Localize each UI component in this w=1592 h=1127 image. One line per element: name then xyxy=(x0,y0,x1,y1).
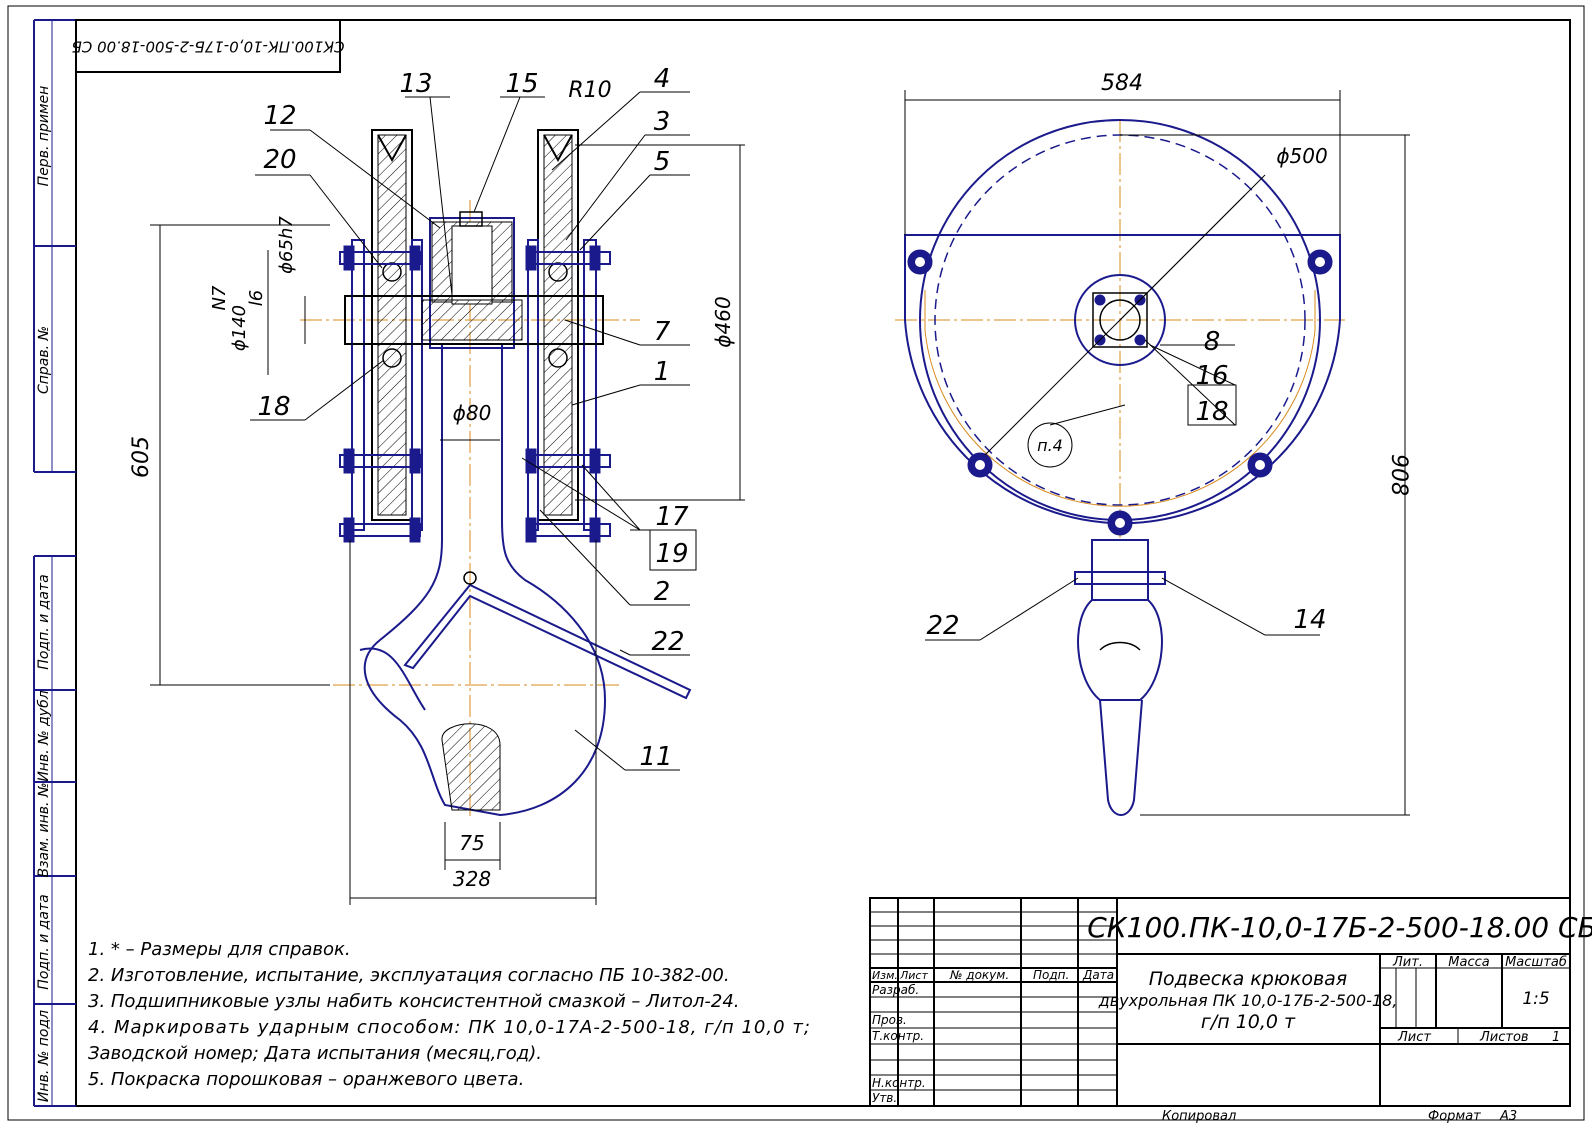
title-name-1: Подвеска крюковая xyxy=(1149,968,1347,990)
balloon-10: 8 xyxy=(1204,327,1221,357)
front-hook xyxy=(1074,539,1166,816)
dim-fit-bottom: l6 xyxy=(246,290,267,306)
label-lit: Лит. xyxy=(1392,955,1423,970)
front-view: п.4 584 xyxy=(895,71,1411,816)
radius-r10: R10 xyxy=(568,78,611,103)
col-doc: № докум. xyxy=(949,968,1009,982)
balloon-13: 16 xyxy=(1195,361,1228,391)
scale-value: 1:5 xyxy=(1522,989,1549,1009)
row-tkontr: Т.контр. xyxy=(872,1029,924,1043)
side-dimensions xyxy=(150,144,745,905)
margin-label-sprav: Справ. № xyxy=(36,326,52,394)
note-3: 3. Подшипниковые узлы набить консистентн… xyxy=(88,991,740,1012)
note-ref-p4: п.4 xyxy=(1037,436,1063,455)
note-4-cont: Заводской номер; Дата испытания (месяц,г… xyxy=(88,1043,542,1064)
sheave-right xyxy=(537,129,579,521)
balloon-7: 7 xyxy=(654,317,671,347)
front-dimensions xyxy=(904,90,1410,816)
title-code: СК100.ПК-10,0-17Б-2-500-18.00 СБ xyxy=(1087,911,1592,944)
balloon-11: 11 xyxy=(639,742,672,772)
dim-d65: ϕ65h7 xyxy=(276,216,297,274)
dim-d80: ϕ80 xyxy=(453,401,492,425)
dim-d140: ϕ140 xyxy=(229,305,250,351)
technical-notes: 1. * – Размеры для справок. 2. Изготовле… xyxy=(88,939,810,1090)
sheet-frame xyxy=(7,5,1585,1121)
dim-d500: ϕ500 xyxy=(1276,144,1327,168)
balloon-1: 1 xyxy=(654,357,671,387)
balloon-12: 15 xyxy=(505,69,538,99)
balloon-4: 4 xyxy=(654,64,671,94)
col-list: Лист xyxy=(899,969,928,982)
dim-584: 584 xyxy=(1101,71,1143,96)
note-4: 4. Маркировать ударным способом: ПК 10,0… xyxy=(88,1017,810,1038)
row-razrab: Разраб. xyxy=(872,983,919,997)
side-view: 605 ϕ65h7 ϕ140 N7 l6 ϕ80 ϕ460 75 328 R10 xyxy=(129,64,745,905)
margin-label-inv-podl: Инв. № подл xyxy=(36,1010,52,1102)
sheave-left xyxy=(371,129,413,521)
front-bolts xyxy=(907,249,1333,536)
row-utv: Утв. xyxy=(872,1091,897,1105)
sheets-value: 1 xyxy=(1552,1030,1560,1045)
balloon-9: 13 xyxy=(399,69,432,99)
dim-605: 605 xyxy=(129,436,154,478)
label-sheet: Лист xyxy=(1397,1030,1431,1045)
balloon-22: 22 xyxy=(926,611,959,641)
balloon-20: 22 xyxy=(651,627,684,657)
label-sheets: Листов xyxy=(1479,1030,1529,1045)
balloon-5: 5 xyxy=(654,147,671,177)
balloon-14: 14 xyxy=(1293,605,1326,635)
side-leaders xyxy=(250,91,697,771)
kopiroval-label: Копировал xyxy=(1162,1109,1236,1124)
format-label: Формат xyxy=(1428,1109,1481,1124)
note-5: 5. Покраска порошковая – оранжевого цвет… xyxy=(88,1069,524,1090)
margin-label-perv-primen: Перв. примен xyxy=(36,86,52,187)
row-prov: Пров. xyxy=(872,1013,907,1027)
balloon-8: 12 xyxy=(263,101,296,131)
balloon-19: 20 xyxy=(263,145,296,175)
title-name-3: г/п 10,0 т xyxy=(1201,1011,1296,1033)
dim-908: 908 xyxy=(1386,454,1411,496)
dim-328: 328 xyxy=(453,867,491,891)
balloon-15: 17 xyxy=(655,502,689,532)
format-value: А3 xyxy=(1499,1109,1517,1124)
rotated-code-stamp: СК100.ПК-10,0-17Б-2-500-18.00 СБ xyxy=(72,19,345,73)
col-data: Дата xyxy=(1082,968,1114,982)
col-izm: Изм. xyxy=(872,969,898,982)
dim-d460: ϕ460 xyxy=(711,296,735,347)
balloon-3: 3 xyxy=(654,107,671,137)
balloon-18: 18 xyxy=(257,392,290,422)
rotated-code-text: СК100.ПК-10,0-17Б-2-500-18.00 СБ xyxy=(72,38,345,56)
left-margin-strip: Перв. примен Справ. № Подп. и дата Инв. … xyxy=(33,19,76,1107)
balloon-2: 2 xyxy=(654,577,671,607)
dim-fit-top: N7 xyxy=(209,285,230,310)
margin-label-podp-data-2: Подп. и дата xyxy=(36,894,52,989)
balloon-16: 18 xyxy=(1195,397,1228,427)
margin-label-podp-data-1: Подп. и дата xyxy=(36,574,52,669)
margin-label-vzam-inv: Взам. инв. № xyxy=(36,782,52,877)
title-name-2: двухрольная ПК 10,0-17Б-2-500-18, xyxy=(1098,991,1398,1010)
side-bolts xyxy=(339,245,611,543)
col-podp: Подп. xyxy=(1033,968,1069,982)
hook xyxy=(359,345,692,817)
dim-75: 75 xyxy=(459,831,484,855)
row-nkontr: Н.контр. xyxy=(872,1076,926,1090)
label-massa: Масса xyxy=(1448,955,1489,970)
note-1: 1. * – Размеры для справок. xyxy=(88,939,351,960)
note-2: 2. Изготовление, испытание, эксплуатация… xyxy=(88,965,730,986)
margin-label-inv-dubl: Инв. № дубл xyxy=(36,690,52,781)
title-block: СК100.ПК-10,0-17Б-2-500-18.00 СБ Подвеск… xyxy=(869,897,1592,1107)
label-masshtab: Масштаб xyxy=(1505,955,1567,970)
balloon-17: 19 xyxy=(655,539,688,569)
